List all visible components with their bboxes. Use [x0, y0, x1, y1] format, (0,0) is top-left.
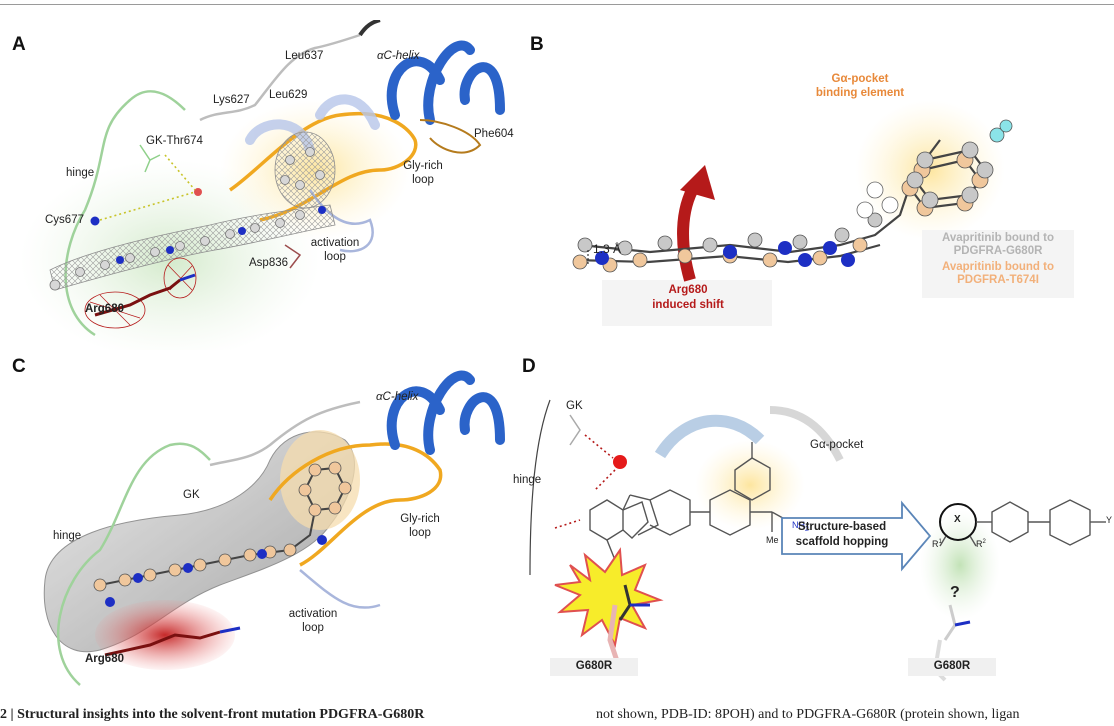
label-gly-rich-c-line2: loop: [409, 527, 431, 539]
label-gly-rich-c-line1: Gly-rich: [400, 513, 440, 525]
panel-c-label: C: [12, 356, 26, 377]
label-scaffold-line2: scaffold hopping: [795, 536, 889, 548]
label-ga-pocket-line1: Gα-pocket: [831, 73, 889, 85]
label-ring-x: X: [954, 514, 961, 525]
legend-peach-line2: PDGFRA-T674I: [957, 274, 1039, 286]
label-hinge-d: hinge: [513, 474, 542, 486]
label-r1-sup: 1: [938, 539, 942, 545]
top-rule: [0, 4, 1114, 5]
label-arg680: Arg680: [85, 303, 124, 315]
label-ga-pocket-d: Gα-pocket: [810, 439, 864, 451]
label-ga-pocket-binding: Gα-pocket binding element: [790, 72, 930, 100]
label-leu637: Leu637: [285, 50, 324, 62]
label-cys677: Cys677: [45, 214, 84, 226]
label-gly-rich-loop: Gly-rich loop: [393, 159, 453, 187]
label-scaffold-hopping: Structure-based scaffold hopping: [782, 520, 902, 550]
label-question: ?: [950, 584, 960, 601]
label-r2-text: R: [976, 539, 983, 549]
label-phe604: Phe604: [474, 128, 514, 140]
legend: Avapritinib bound to PDGFRA-G680R Avapri…: [922, 232, 1074, 287]
label-activation-line1: activation: [310, 237, 360, 249]
label-lys627: Lys627: [213, 94, 250, 106]
label-r1-text: R: [932, 539, 939, 549]
label-g680r-left: G680R: [550, 660, 638, 672]
panel-b-overlay: [572, 100, 1074, 326]
panel-d-label: D: [522, 356, 536, 377]
label-y: Y: [1106, 515, 1113, 525]
label-asp836: Asp836: [249, 257, 289, 269]
legend-grey-line2: PDGFRA-G680R: [953, 245, 1043, 257]
label-r1: R1: [932, 539, 942, 549]
label-gk-thr674: GK-Thr674: [146, 135, 203, 147]
label-nh2: NH2: [792, 520, 809, 533]
label-nh2-sub: 2: [805, 525, 809, 533]
label-distance: 1.3 Å: [593, 242, 622, 256]
label-ga-pocket-line2: binding element: [815, 87, 905, 99]
label-arg680-shift-line1: Arg680: [668, 284, 708, 296]
label-gk-c: GK: [183, 489, 200, 501]
label-hinge: hinge: [66, 167, 95, 179]
label-r2: R2: [976, 539, 986, 549]
label-arg680-c: Arg680: [85, 653, 124, 665]
label-activation-c-line2: loop: [302, 622, 324, 634]
panel-c: C: [0, 350, 530, 700]
label-gly-rich-line1: Gly-rich: [403, 160, 443, 172]
label-activation-loop: activation loop: [305, 236, 365, 264]
label-leu629: Leu629: [269, 89, 308, 101]
panel-a-structure: [20, 20, 505, 350]
label-nh2-text: NH: [792, 520, 805, 530]
panel-b: B: [530, 20, 1114, 350]
label-activation-c-line1: activation: [288, 608, 338, 620]
label-g680r-right: G680R: [908, 660, 996, 672]
label-activation-loop-c: activation loop: [283, 607, 343, 635]
panel-a: A: [0, 20, 530, 350]
label-hinge-c: hinge: [53, 530, 82, 542]
caption-left: 2 | Structural insights into the solvent…: [0, 707, 425, 722]
legend-peach-line1: Avapritinib bound to: [941, 261, 1054, 273]
legend-grey-line1: Avapritinib bound to: [941, 232, 1054, 244]
label-me: Me: [766, 535, 779, 545]
label-ac-helix: αC-helix: [377, 50, 420, 62]
panel-c-structure: [43, 370, 505, 686]
label-r2-sup: 2: [982, 539, 986, 545]
panel-d: D: [510, 350, 1114, 700]
label-gly-rich-line2: loop: [412, 174, 434, 186]
panel-b-label: B: [530, 34, 544, 55]
label-ac-helix-c: αC-helix: [376, 391, 419, 403]
label-gk-d: GK: [566, 400, 583, 412]
panel-a-label: A: [12, 34, 26, 55]
label-scaffold-line1: Structure-based: [797, 521, 887, 533]
caption-right: not shown, PDB-ID: 8POH) and to PDGFRA-G…: [596, 707, 1020, 722]
label-arg680-shift-line2: induced shift: [652, 299, 724, 311]
label-activation-line2: loop: [324, 251, 346, 263]
label-arg680-shift: Arg680 induced shift: [618, 283, 758, 313]
label-gly-rich-loop-c: Gly-rich loop: [390, 512, 450, 540]
